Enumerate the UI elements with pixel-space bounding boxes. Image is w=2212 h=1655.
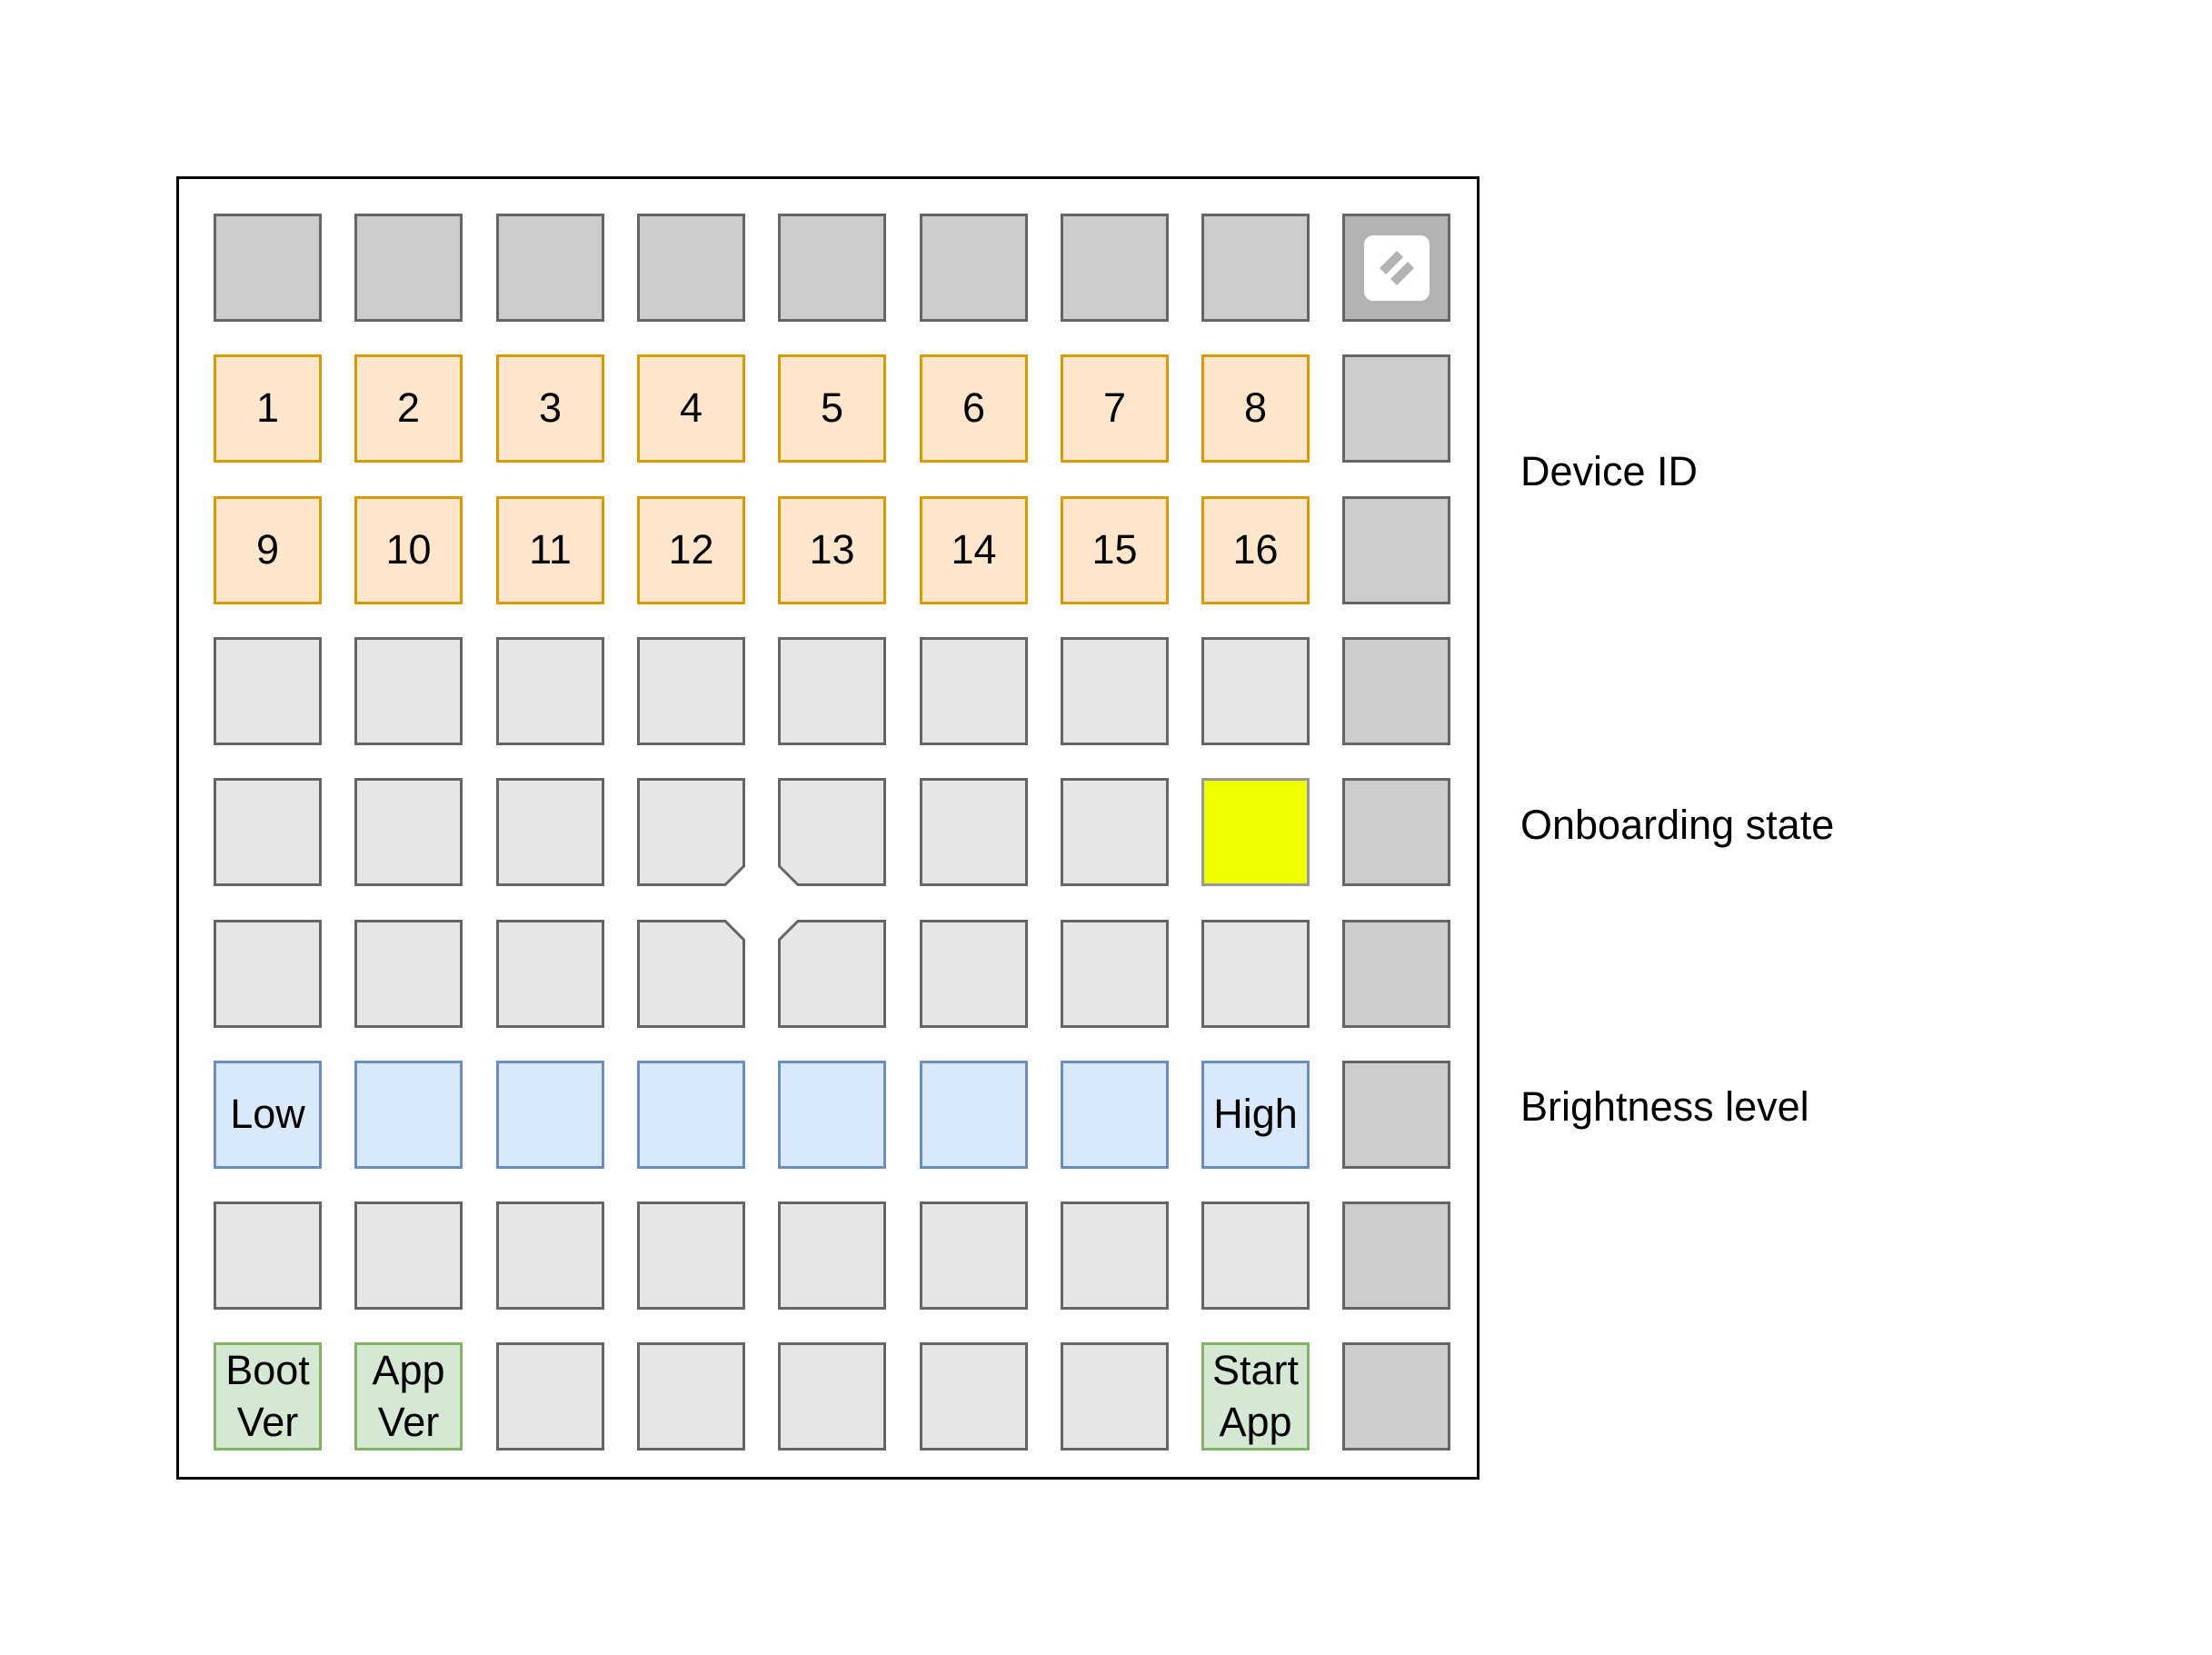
boot-ver-pad[interactable]: Boot Ver bbox=[214, 1342, 322, 1451]
top-button-3[interactable] bbox=[496, 214, 604, 322]
device-id-label: Device ID bbox=[1520, 448, 1699, 494]
pad-r9-c7[interactable] bbox=[1061, 1342, 1169, 1451]
pad-r8-c1[interactable] bbox=[214, 1201, 322, 1310]
center-pad-tl[interactable] bbox=[778, 920, 886, 1028]
device-id-pad-2[interactable]: 2 bbox=[354, 354, 463, 463]
onboarding-state-pad[interactable] bbox=[1201, 778, 1310, 886]
device-id-pad-3[interactable]: 3 bbox=[496, 354, 604, 463]
side-button-7[interactable] bbox=[1342, 1201, 1450, 1310]
brightness-pad-7[interactable] bbox=[1061, 1061, 1169, 1169]
pad-r9-c5[interactable] bbox=[778, 1342, 886, 1451]
top-button-2[interactable] bbox=[354, 214, 463, 322]
pad-r6-c7[interactable] bbox=[1061, 920, 1169, 1028]
device-id-pad-8[interactable]: 8 bbox=[1201, 354, 1310, 463]
device-id-pad-15[interactable]: 15 bbox=[1061, 496, 1169, 604]
brightness-level-label: Brightness level bbox=[1520, 1083, 1809, 1130]
top-button-4[interactable] bbox=[637, 214, 745, 322]
launchpad-logo-icon bbox=[1363, 234, 1430, 301]
top-button-7[interactable] bbox=[1061, 214, 1169, 322]
brightness-pad-2[interactable] bbox=[354, 1061, 463, 1169]
onboarding-state-label: Onboarding state bbox=[1520, 802, 1835, 848]
pad-r5-c1[interactable] bbox=[214, 778, 322, 886]
pad-r8-c7[interactable] bbox=[1061, 1201, 1169, 1310]
pad-r4-c2[interactable] bbox=[354, 637, 463, 745]
device-id-pad-12[interactable]: 12 bbox=[637, 496, 745, 604]
side-button-4[interactable] bbox=[1342, 778, 1450, 886]
pad-r4-c5[interactable] bbox=[778, 637, 886, 745]
device-id-pad-9[interactable]: 9 bbox=[214, 496, 322, 604]
pad-r8-c2[interactable] bbox=[354, 1201, 463, 1310]
pad-r6-c6[interactable] bbox=[920, 920, 1028, 1028]
pad-r9-c6[interactable] bbox=[920, 1342, 1028, 1451]
side-button-2[interactable] bbox=[1342, 496, 1450, 604]
device-id-pad-5[interactable]: 5 bbox=[778, 354, 886, 463]
pad-r4-c8[interactable] bbox=[1201, 637, 1310, 745]
device-id-pad-14[interactable]: 14 bbox=[920, 496, 1028, 604]
pad-r4-c6[interactable] bbox=[920, 637, 1028, 745]
device-id-pad-16[interactable]: 16 bbox=[1201, 496, 1310, 604]
center-pad-br[interactable] bbox=[637, 778, 745, 886]
pad-r5-c2[interactable] bbox=[354, 778, 463, 886]
center-pad-tr[interactable] bbox=[637, 920, 745, 1028]
side-button-1[interactable] bbox=[1342, 354, 1450, 463]
pad-r4-c7[interactable] bbox=[1061, 637, 1169, 745]
device-id-pad-13[interactable]: 13 bbox=[778, 496, 886, 604]
pad-r8-c8[interactable] bbox=[1201, 1201, 1310, 1310]
side-button-6[interactable] bbox=[1342, 1061, 1450, 1169]
start-app-pad[interactable]: Start App bbox=[1201, 1342, 1310, 1451]
center-pad-bl[interactable] bbox=[778, 778, 886, 886]
pad-r8-c5[interactable] bbox=[778, 1201, 886, 1310]
pad-r4-c4[interactable] bbox=[637, 637, 745, 745]
brightness-pad-3[interactable] bbox=[496, 1061, 604, 1169]
pad-r9-c3[interactable] bbox=[496, 1342, 604, 1451]
pad-r8-c6[interactable] bbox=[920, 1201, 1028, 1310]
pad-r4-c3[interactable] bbox=[496, 637, 604, 745]
top-button-5[interactable] bbox=[778, 214, 886, 322]
pad-r6-c1[interactable] bbox=[214, 920, 322, 1028]
pad-r5-c6[interactable] bbox=[920, 778, 1028, 886]
brightness-pad-8[interactable]: High bbox=[1201, 1061, 1310, 1169]
logo-button[interactable] bbox=[1342, 214, 1450, 322]
side-button-5[interactable] bbox=[1342, 920, 1450, 1028]
pad-r6-c3[interactable] bbox=[496, 920, 604, 1028]
pad-r9-c4[interactable] bbox=[637, 1342, 745, 1451]
brightness-pad-6[interactable] bbox=[920, 1061, 1028, 1169]
pad-r4-c1[interactable] bbox=[214, 637, 322, 745]
pad-r5-c3[interactable] bbox=[496, 778, 604, 886]
top-button-6[interactable] bbox=[920, 214, 1028, 322]
app-ver-pad[interactable]: App Ver bbox=[354, 1342, 463, 1451]
pad-r6-c8[interactable] bbox=[1201, 920, 1310, 1028]
device-id-pad-10[interactable]: 10 bbox=[354, 496, 463, 604]
side-button-8[interactable] bbox=[1342, 1342, 1450, 1451]
pad-r6-c2[interactable] bbox=[354, 920, 463, 1028]
brightness-pad-4[interactable] bbox=[637, 1061, 745, 1169]
pad-r5-c7[interactable] bbox=[1061, 778, 1169, 886]
device-id-pad-7[interactable]: 7 bbox=[1061, 354, 1169, 463]
device-id-pad-1[interactable]: 1 bbox=[214, 354, 322, 463]
pad-r8-c3[interactable] bbox=[496, 1201, 604, 1310]
pad-r8-c4[interactable] bbox=[637, 1201, 745, 1310]
device-id-pad-11[interactable]: 11 bbox=[496, 496, 604, 604]
brightness-pad-1[interactable]: Low bbox=[214, 1061, 322, 1169]
device-id-pad-4[interactable]: 4 bbox=[637, 354, 745, 463]
side-button-3[interactable] bbox=[1342, 637, 1450, 745]
brightness-pad-5[interactable] bbox=[778, 1061, 886, 1169]
top-button-1[interactable] bbox=[214, 214, 322, 322]
top-button-8[interactable] bbox=[1201, 214, 1310, 322]
device-id-pad-6[interactable]: 6 bbox=[920, 354, 1028, 463]
